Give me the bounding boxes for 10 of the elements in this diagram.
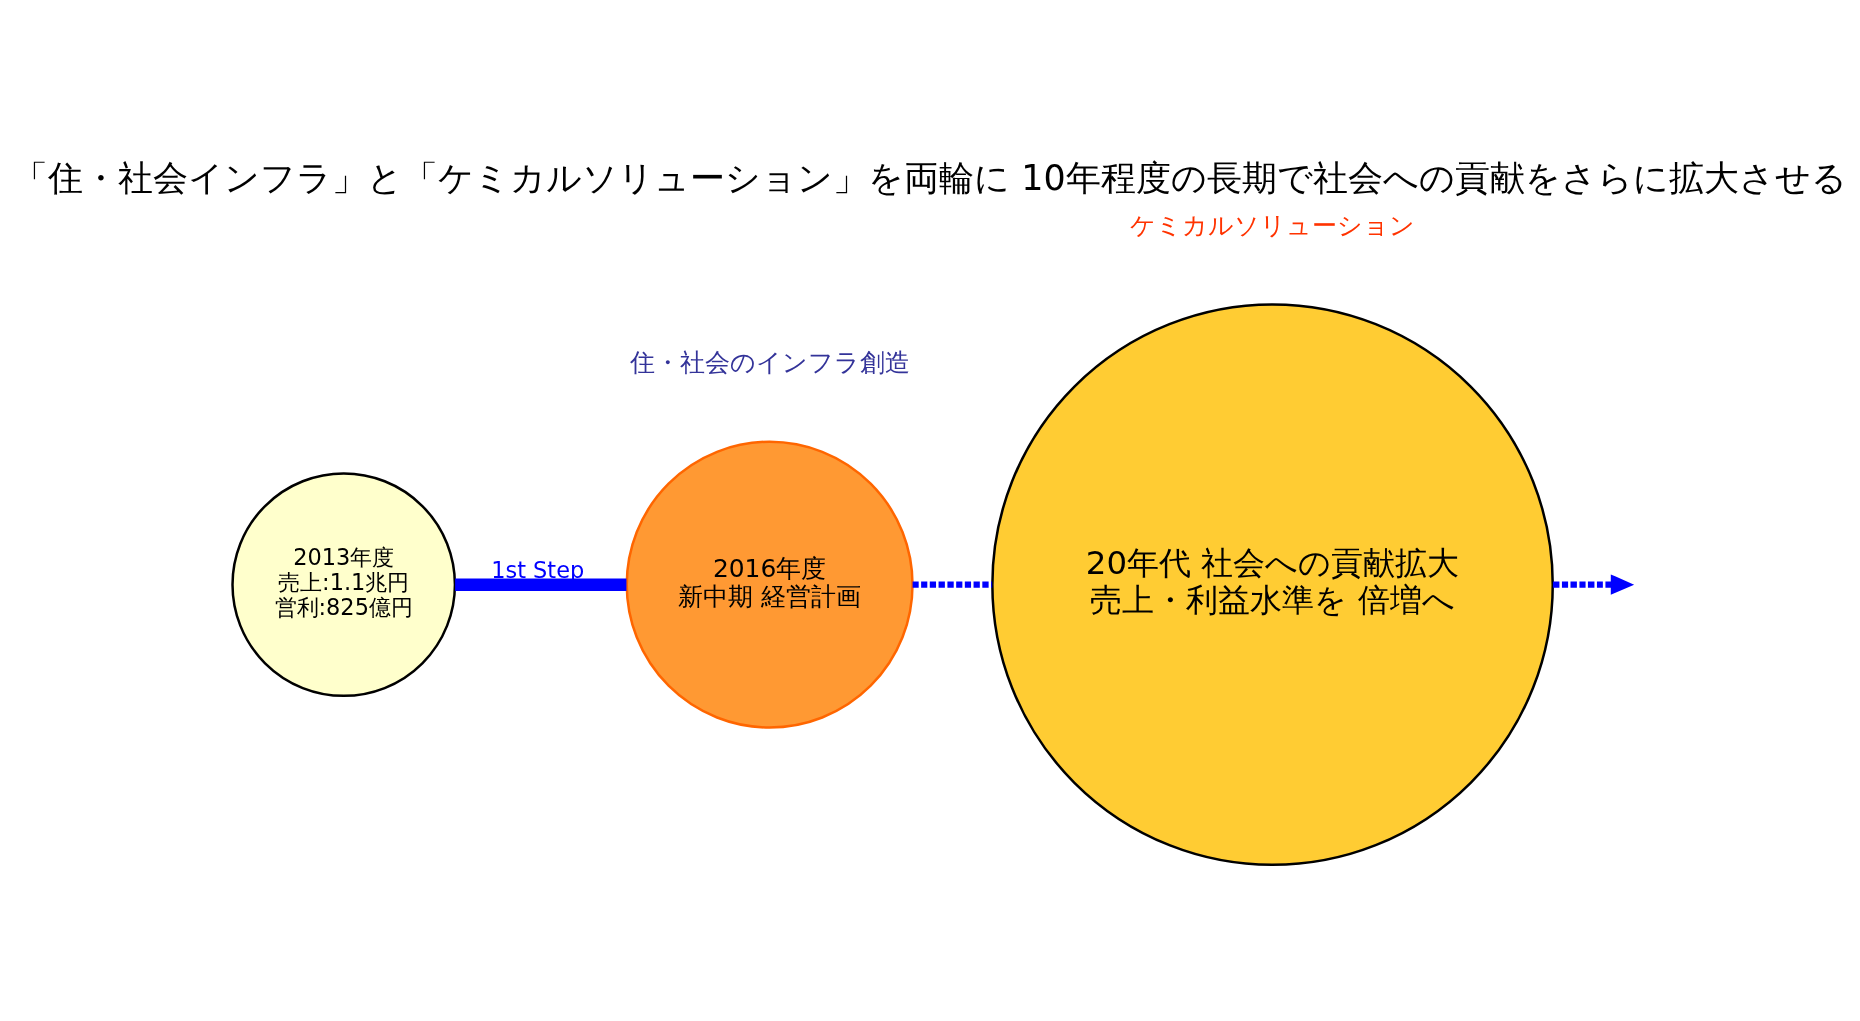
diagram-title: 「住・社会インフラ」と「ケミカルソリューション」を両輪に 10年程度の長期で社会への貢献をさらに拡大させる: [13, 157, 1847, 198]
arrow: [1552, 573, 1635, 595]
node-circle: 20年代 社会への貢献拡大 売上・利益水準を 倍増へ: [991, 302, 1554, 866]
label: ケミカルソリューション: [1130, 210, 1416, 240]
edge-label: 1st Step: [491, 556, 585, 583]
connector: [455, 577, 627, 591]
connector: [912, 581, 993, 588]
label: 住・社会のインフラ創造: [629, 347, 910, 377]
node-circle: 2016年度 新中期 経営計画: [625, 440, 914, 729]
node-circle: 2013年度 売上:1.1兆円 営利:825億円: [231, 471, 457, 697]
